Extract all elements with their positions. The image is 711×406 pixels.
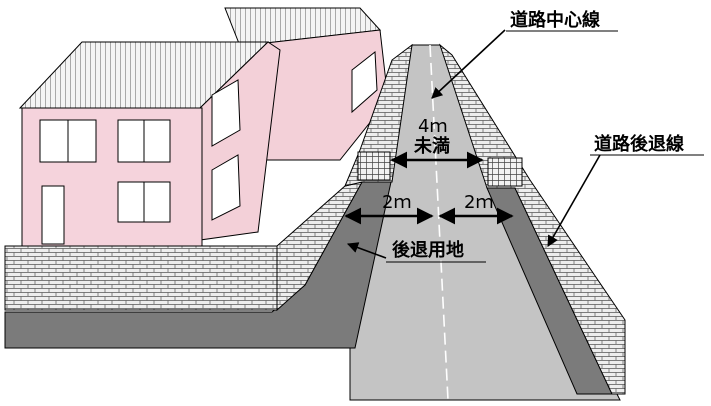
label-setback-land: 後退用地 <box>392 239 464 261</box>
label-width-note: 未満 <box>414 135 450 157</box>
gate-pillar-left <box>357 151 391 181</box>
label-setback-line: 道路後退線 <box>594 133 684 155</box>
brick-walls <box>4 43 626 395</box>
gate-pillar-right <box>487 157 523 187</box>
label-width-value: 4ｍ <box>418 116 447 137</box>
label-half-right: 2ｍ <box>464 192 493 213</box>
leader-lines <box>346 29 601 259</box>
back-house <box>224 7 389 161</box>
label-center-line: 道路中心線 <box>510 9 600 31</box>
dimension-arrows <box>344 151 514 225</box>
front-house <box>18 41 281 247</box>
road-center-line <box>429 44 449 401</box>
label-half-left: 2ｍ <box>382 192 411 213</box>
